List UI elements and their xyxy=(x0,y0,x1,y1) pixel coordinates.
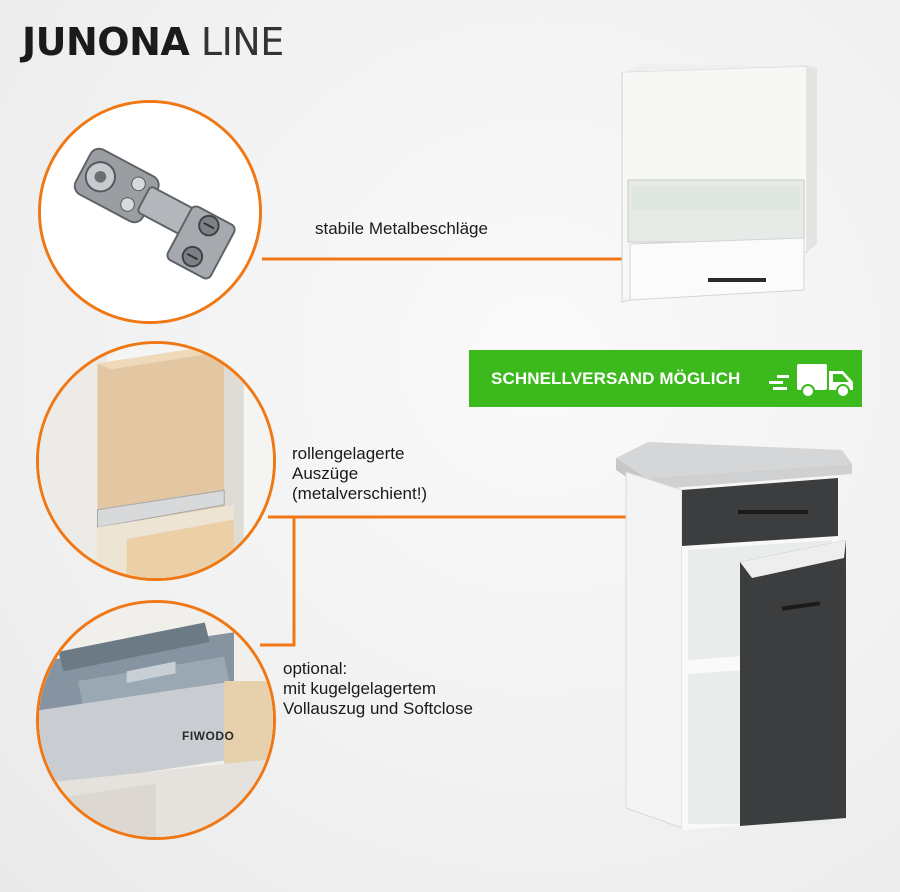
drawer-brand-mark: FIWODO xyxy=(182,729,235,743)
feature-label-line: Vollauszug und Softclose xyxy=(283,699,473,718)
brand-name-light: LINE xyxy=(200,20,284,64)
hinge-detail-image xyxy=(38,100,262,324)
fast-shipping-text: SCHNELLVERSAND MÖGLICH xyxy=(491,368,741,388)
feature-label-line: mit kugelgelagertem xyxy=(283,679,437,698)
cutlery-drawer-detail-image: FIWODO xyxy=(36,600,276,840)
delivery-truck-icon xyxy=(769,364,853,398)
feature-label-line: (metalverschient!) xyxy=(292,484,428,503)
feature-label-softclose: optional: mit kugelgelagertem Vollauszug… xyxy=(283,659,543,719)
base-cabinet-image xyxy=(616,442,852,830)
brand-name-bold: JUNONA xyxy=(22,20,190,64)
feature-label-line: stabile Metalbeschläge xyxy=(315,219,488,238)
feature-label-drawers: rollengelagerte Auszüge (metalverschient… xyxy=(292,444,512,504)
brand-title: JUNONA LINE xyxy=(22,20,284,64)
feature-label-line: Auszüge xyxy=(292,464,359,483)
feature-label-hinges: stabile Metalbeschläge xyxy=(315,219,488,239)
drawer-rail-detail-image xyxy=(36,341,276,581)
wall-cabinet-image xyxy=(621,64,817,303)
feature-label-line: optional: xyxy=(283,659,348,678)
feature-label-line: rollengelagerte xyxy=(292,444,405,463)
fast-shipping-badge: SCHNELLVERSAND MÖGLICH xyxy=(469,350,862,407)
